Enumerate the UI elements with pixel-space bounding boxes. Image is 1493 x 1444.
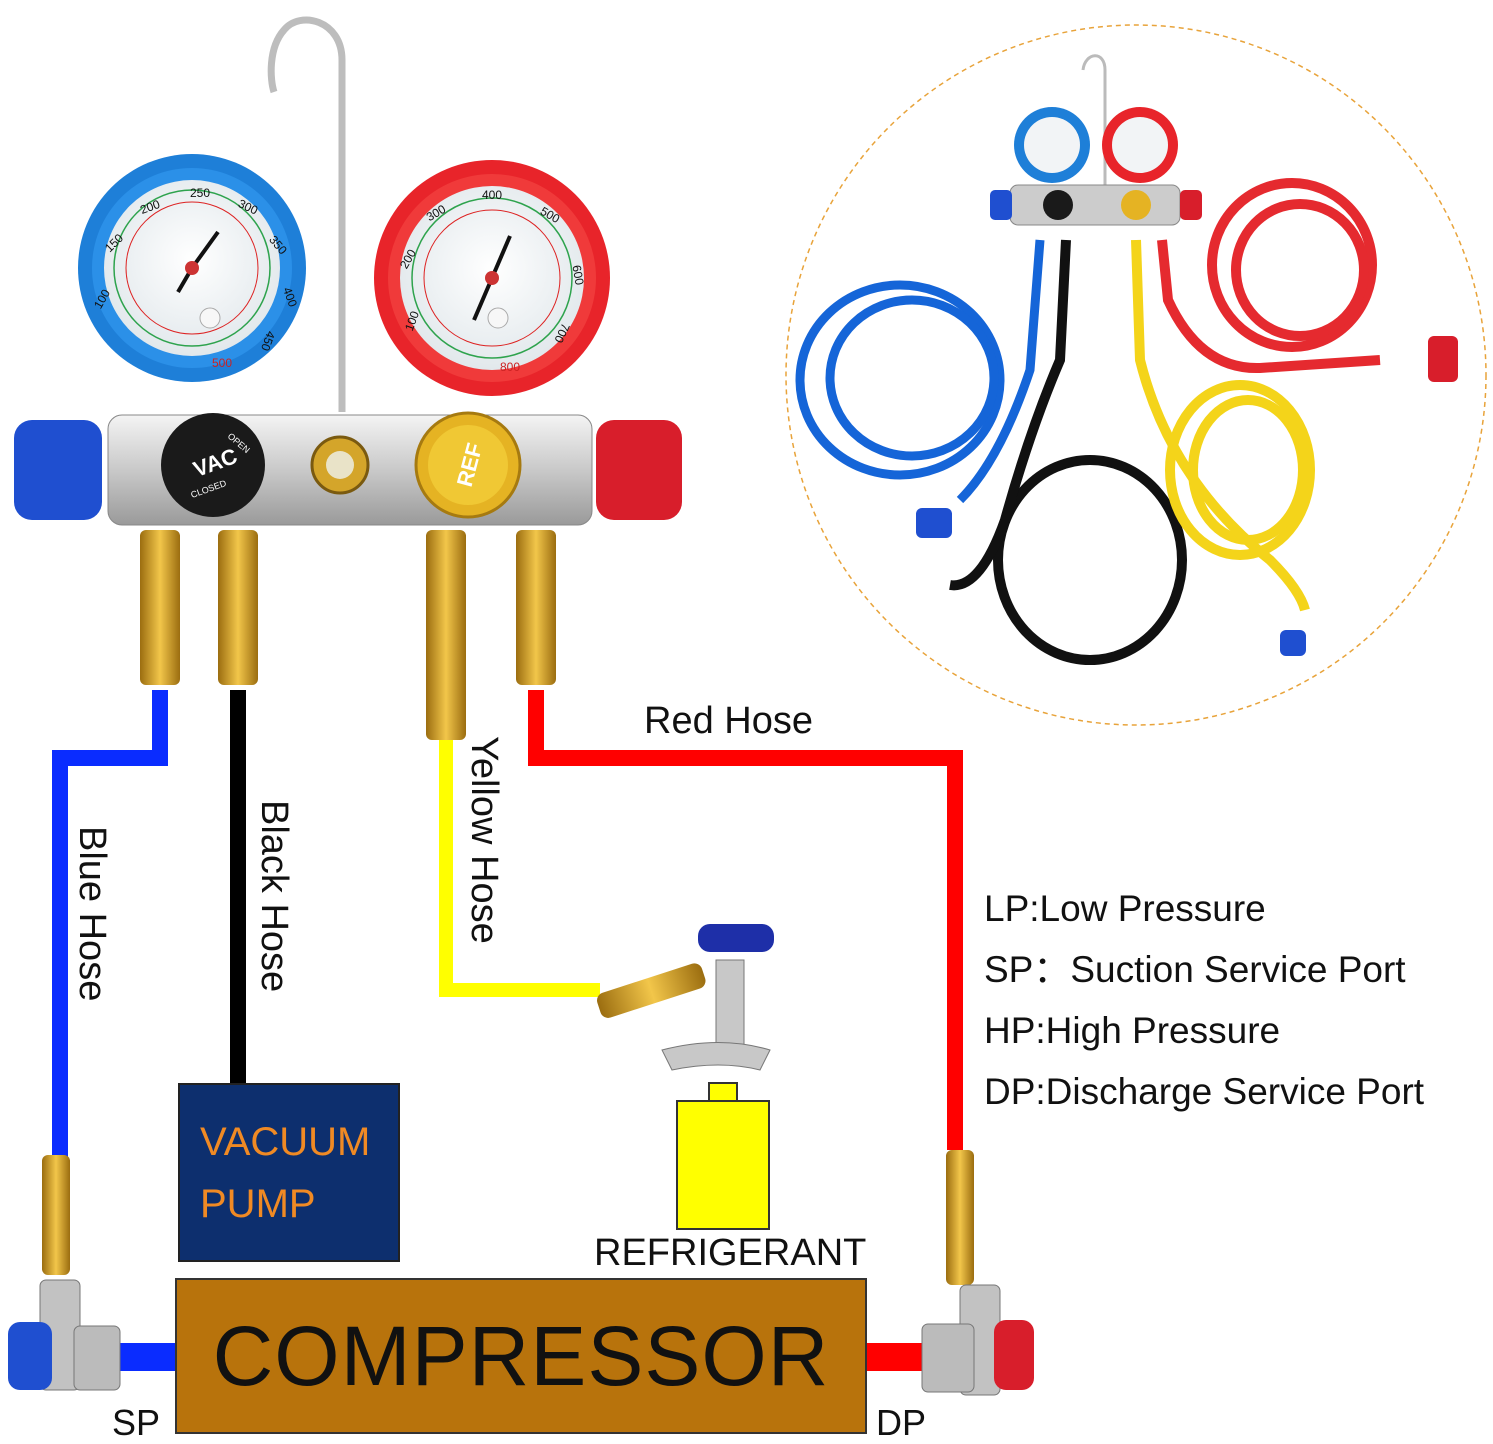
vacuum-pump-label-line2: PUMP: [200, 1181, 316, 1226]
gauge-tick: 500: [212, 356, 233, 370]
yellow-hose-label: Yellow Hose: [463, 736, 505, 944]
refrigerant-label: REFRIGERANT: [594, 1232, 867, 1274]
sp-connector-line: [118, 1343, 176, 1371]
dp-coupler: [921, 1150, 1034, 1396]
vacuum-pump-label-line1: VACUUM: [200, 1119, 371, 1164]
inset-product-photo: [795, 54, 1458, 665]
legend-item-sp: SP：Suction Service Port: [984, 949, 1406, 990]
low-side-valve-knob: [14, 420, 102, 520]
vacuum-pump-box: VACUUM PUMP: [178, 1083, 400, 1262]
brass-fittings: [140, 530, 556, 740]
red-hose-line: [528, 690, 963, 1150]
gauge-tick: 250: [190, 186, 211, 200]
legend-item-lp: LP:Low Pressure: [984, 888, 1266, 929]
blue-hose-label: Blue Hose: [71, 826, 113, 1002]
abbreviation-legend: LP:Low Pressure SP：Suction Service Port …: [984, 878, 1424, 1122]
yellow-hose-line: [439, 740, 600, 997]
high-pressure-gauge: [374, 160, 610, 396]
compressor-label: COMPRESSOR: [212, 1308, 830, 1403]
high-side-valve-knob: [596, 420, 682, 520]
compressor-box: COMPRESSOR: [175, 1278, 867, 1434]
gauge-tick: 800: [500, 360, 521, 374]
vac-knob: [161, 413, 265, 517]
dp-connector-line: [867, 1343, 929, 1371]
blue-hose-line: [52, 690, 168, 1160]
dp-label: DP: [876, 1402, 927, 1443]
refrigerant-tank-cap: [708, 1082, 738, 1102]
legend-item-hp: HP:High Pressure: [984, 1010, 1281, 1051]
low-pressure-gauge: [78, 154, 306, 382]
red-hose-label: Red Hose: [644, 700, 813, 742]
sp-coupler: [8, 1155, 121, 1391]
hanger-hook: [267, 16, 346, 412]
legend-item-dp: DP:Discharge Service Port: [984, 1071, 1425, 1112]
can-tap-valve: [597, 924, 774, 1071]
gauge-tick: 400: [482, 188, 503, 202]
refrigerant-tank: [676, 1100, 770, 1230]
sp-label: SP: [112, 1402, 161, 1443]
black-hose-label: Black Hose: [253, 800, 295, 993]
